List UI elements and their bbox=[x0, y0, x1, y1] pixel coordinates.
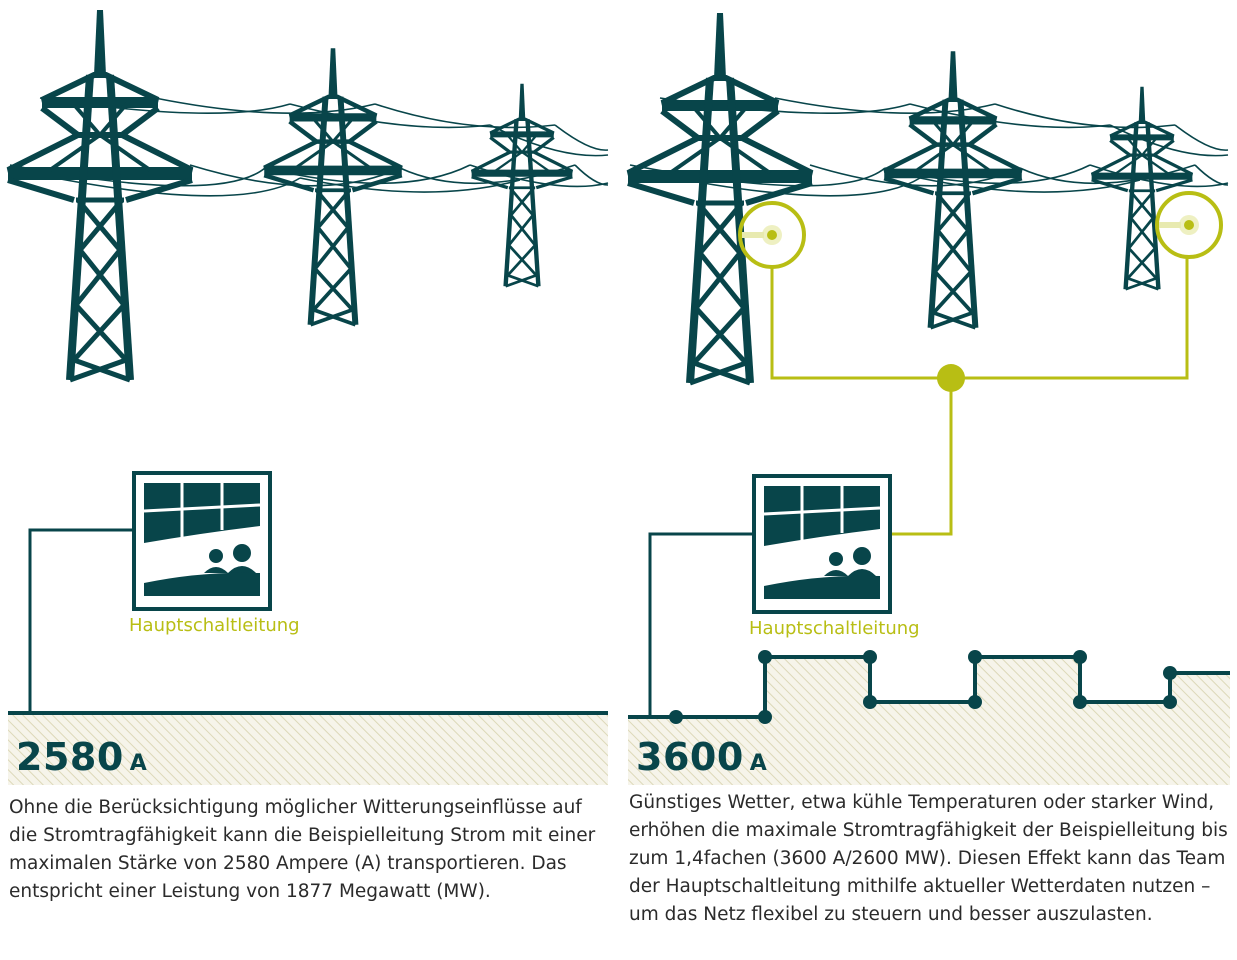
capacity-unit: A bbox=[749, 751, 767, 776]
capacity-value: 3600 bbox=[636, 735, 744, 779]
right-diagram bbox=[620, 0, 1230, 785]
control-room-label: Hauptschaltleitung bbox=[749, 618, 920, 639]
capacity-value: 2580 bbox=[16, 735, 124, 779]
control-room-label: Hauptschaltleitung bbox=[129, 615, 300, 636]
weather-sensor-icon bbox=[1155, 191, 1223, 259]
transmission-tower-icon bbox=[264, 48, 402, 325]
sensor-data-lines bbox=[770, 257, 1189, 536]
control-room-icon bbox=[752, 474, 892, 614]
capacity-nodes bbox=[669, 650, 1177, 724]
transmission-tower-icon bbox=[8, 10, 192, 380]
ground-area bbox=[8, 713, 608, 785]
control-connection-line bbox=[648, 532, 752, 717]
control-connection-line bbox=[28, 528, 132, 713]
control-room-icon bbox=[132, 471, 272, 611]
transmission-tower-icon bbox=[628, 13, 812, 383]
capacity-unit: A bbox=[129, 751, 147, 776]
description-text: Ohne die Berücksichtigung möglicher Witt… bbox=[9, 797, 596, 902]
description-text: Günstiges Wetter, etwa kühle Temperature… bbox=[629, 792, 1228, 925]
left-diagram bbox=[0, 0, 609, 785]
weather-sensor-icon bbox=[738, 201, 806, 269]
data-junction bbox=[937, 364, 965, 392]
